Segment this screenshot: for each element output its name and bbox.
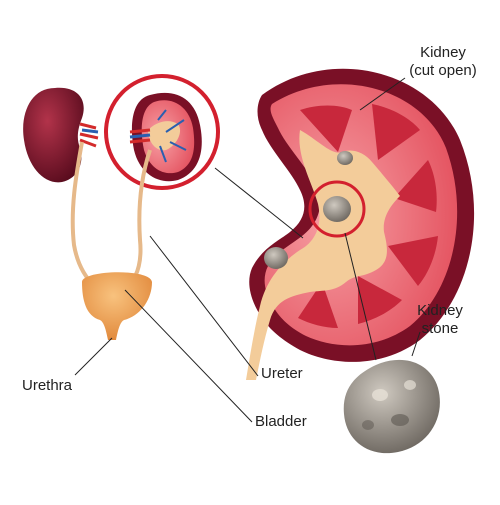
label-kidney-line1: Kidney — [420, 44, 466, 61]
left-kidney — [23, 87, 99, 183]
leader-urethra — [74, 337, 113, 376]
leader-stone-magnify — [344, 232, 377, 361]
large-cut-kidney — [246, 68, 475, 380]
label-bladder: Bladder — [255, 413, 307, 430]
stone-highlight-ring — [308, 180, 366, 238]
leader-cut-open — [214, 167, 304, 239]
leader-stone — [411, 331, 421, 357]
label-stone-line1: Kidney — [417, 302, 463, 319]
bladder — [82, 272, 152, 340]
label-stone-line2: stone — [421, 320, 459, 337]
leader-kidney — [359, 77, 406, 111]
label-kidney-line2: (cut open) — [409, 62, 477, 79]
label-ureter: Ureter — [261, 365, 303, 382]
left-ureter — [70, 141, 98, 290]
label-kidney-stone: Kidney stone — [405, 302, 475, 338]
leader-ureter — [149, 235, 259, 377]
small-kidney-highlight-ring — [104, 74, 220, 190]
label-kidney-cut-open: Kidney (cut open) — [388, 44, 498, 80]
leader-lines — [74, 77, 421, 423]
small-cut-kidney — [129, 92, 202, 182]
right-ureter — [128, 149, 152, 286]
label-urethra: Urethra — [22, 377, 73, 394]
kidney-stone-enlarged — [343, 359, 440, 454]
leader-bladder — [124, 289, 253, 423]
